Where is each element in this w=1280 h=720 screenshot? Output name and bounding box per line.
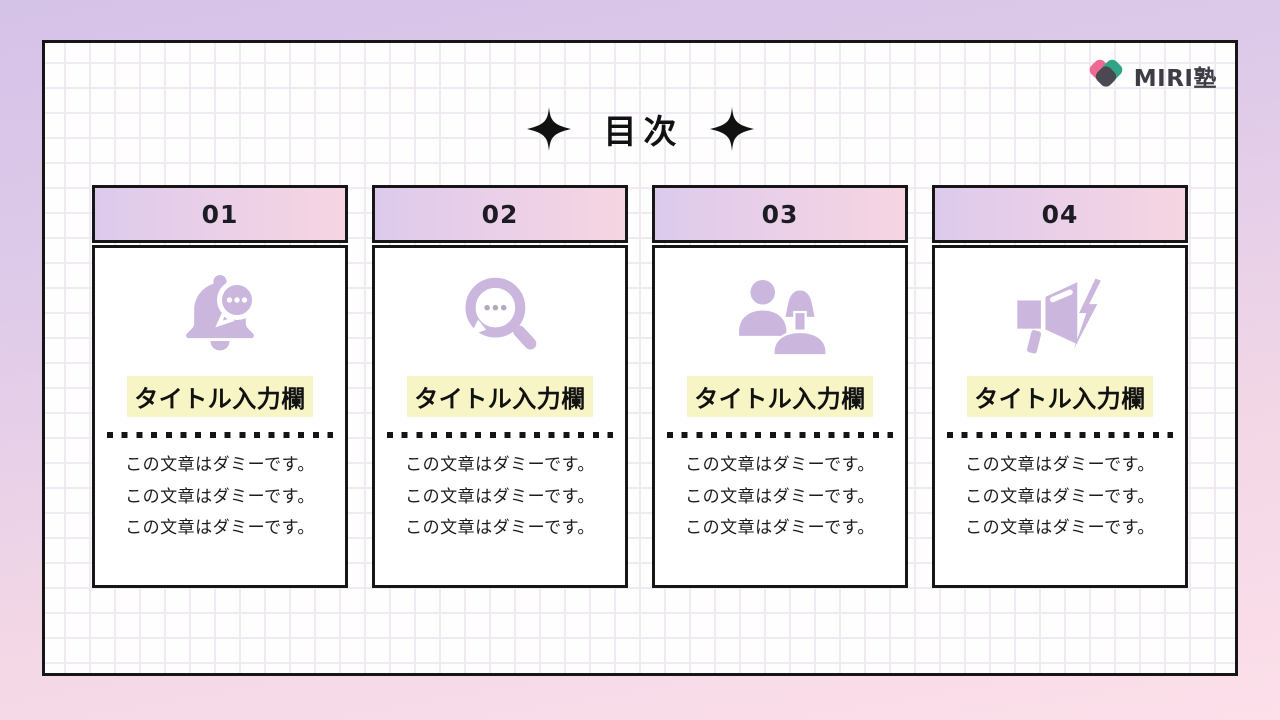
card-text: この文章はダミーです。 この文章はダミーです。 この文章はダミーです。	[95, 450, 345, 545]
dotted-divider	[107, 432, 333, 438]
card-body: タイトル入力欄 この文章はダミーです。 この文章はダミーです。 この文章はダミー…	[372, 245, 628, 588]
card-number: 02	[481, 199, 519, 229]
card-text-line: この文章はダミーです。	[685, 518, 875, 538]
card-text-line: この文章はダミーです。	[405, 518, 595, 538]
card-text-line: この文章はダミーです。	[125, 455, 315, 475]
toc-card-2: 02 タイトル入力欄 こ	[372, 185, 628, 588]
card-title-row: タイトル入力欄	[375, 376, 625, 417]
card-title-highlight: タイトル入力欄	[687, 376, 873, 417]
card-number-header: 04	[932, 185, 1188, 243]
toc-card-4: 04 タイトル入力欄 この文章はダミーです。	[932, 185, 1188, 588]
card-text-line: この文章はダミーです。	[965, 518, 1155, 538]
card-title-highlight: タイトル入力欄	[967, 376, 1153, 417]
card-icon-box	[95, 266, 345, 364]
card-number: 03	[761, 199, 799, 229]
toc-card-3: 03 タイトル入力欄	[652, 185, 908, 588]
card-icon-box	[935, 266, 1185, 364]
card-number-header: 02	[372, 185, 628, 243]
bell-message-icon	[186, 275, 257, 351]
search-message-icon	[465, 277, 537, 350]
card-number: 04	[1041, 199, 1079, 229]
card-text: この文章はダミーです。 この文章はダミーです。 この文章はダミーです。	[655, 450, 905, 545]
logo: MIRI塾	[1087, 59, 1217, 93]
card-text: この文章はダミーです。 この文章はダミーです。 この文章はダミーです。	[375, 450, 625, 545]
page-title: 目次	[603, 112, 684, 151]
toc-card-1: 01 タイトル入力欄	[92, 185, 348, 588]
card-number-header: 03	[652, 185, 908, 243]
slide-panel: MIRI塾 目次 01	[42, 40, 1238, 676]
card-text-line: この文章はダミーです。	[965, 455, 1155, 475]
page-title-row: 目次	[45, 105, 1235, 153]
dotted-divider	[387, 432, 613, 438]
card-title-highlight: タイトル入力欄	[407, 376, 593, 417]
dotted-divider	[947, 432, 1173, 438]
card-text-line: この文章はダミーです。	[685, 455, 875, 475]
card-title-highlight: タイトル入力欄	[127, 376, 313, 417]
card-text-line: この文章はダミーです。	[965, 486, 1155, 507]
card-body: タイトル入力欄 この文章はダミーです。 この文章はダミーです。 この文章はダミー…	[92, 245, 348, 588]
card-body: タイトル入力欄 この文章はダミーです。 この文章はダミーです。 この文章はダミー…	[932, 245, 1188, 588]
card-number: 01	[201, 199, 239, 229]
people-icon	[739, 280, 828, 357]
card-text-line: この文章はダミーです。	[405, 486, 595, 507]
sparkle-icon	[709, 107, 754, 151]
card-title-row: タイトル入力欄	[655, 376, 905, 417]
logo-text: MIRI塾	[1133, 66, 1217, 92]
toc-cards: 01 タイトル入力欄	[92, 185, 1188, 588]
logo-heart-icon	[1089, 59, 1123, 87]
sparkle-icon	[526, 107, 571, 151]
dotted-divider	[667, 432, 893, 438]
card-text: この文章はダミーです。 この文章はダミーです。 この文章はダミーです。	[935, 450, 1185, 545]
card-number-header: 01	[92, 185, 348, 243]
card-text-line: この文章はダミーです。	[405, 455, 595, 475]
card-text-line: この文章はダミーです。	[685, 486, 875, 507]
card-text-line: この文章はダミーです。	[125, 518, 315, 538]
card-icon-box	[655, 266, 905, 364]
card-title-row: タイトル入力欄	[95, 376, 345, 417]
card-text-line: この文章はダミーです。	[125, 486, 315, 507]
card-title-row: タイトル入力欄	[935, 376, 1185, 417]
card-icon-box	[375, 266, 625, 364]
megaphone-lightning-icon	[1017, 278, 1101, 354]
card-body: タイトル入力欄 この文章はダミーです。 この文章はダミーです。 この文章はダミー…	[652, 245, 908, 588]
